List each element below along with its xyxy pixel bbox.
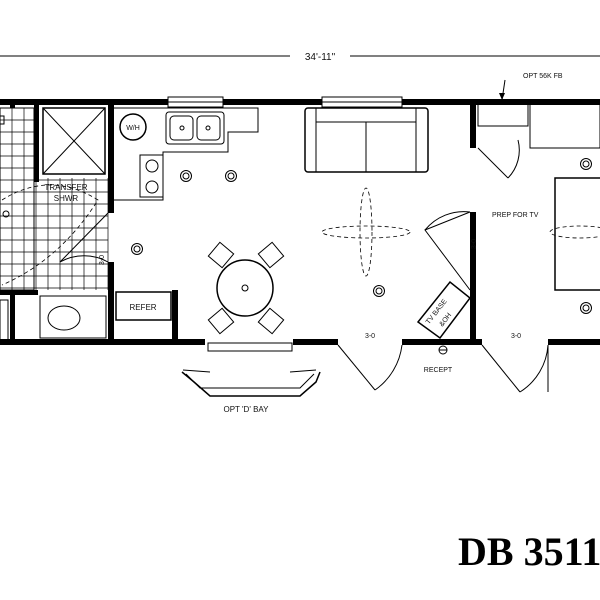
refrigerator-label: REFER: [129, 303, 156, 312]
receptacle-label: RECEPT: [424, 367, 453, 374]
bed: [554, 177, 600, 291]
dining-table: [207, 241, 285, 335]
ceiling-fan-bedroom: [549, 225, 600, 239]
kitchen-counter: [114, 107, 259, 201]
overall-dimension-line: 34'-11": [0, 52, 600, 63]
model-name: DB 3511: [458, 529, 600, 574]
tile-floor: TRANSFER SHWR: [0, 107, 109, 291]
shower-stall: [42, 107, 106, 175]
water-heater-label: W/H: [126, 125, 140, 132]
left-edge-details: [0, 115, 10, 341]
prep-tv: PREP FOR TV: [492, 212, 539, 219]
top-window: [167, 96, 403, 108]
shower-label-2: SHWR: [54, 194, 79, 203]
tv-base: TV BASE &OH: [416, 280, 472, 340]
front-door-right-size: 3-0: [511, 333, 521, 340]
water-heater: W/H: [119, 113, 147, 141]
front-door-left-size: 3-0: [365, 333, 375, 340]
refrigerator: REFER: [115, 291, 172, 321]
bay-window-label: OPT 'D' BAY: [224, 405, 270, 414]
ceiling-fan-living: [321, 187, 411, 277]
bath-door: 3-0: [59, 212, 109, 265]
bath-door-size: 3-0: [99, 255, 106, 265]
light-fixtures: [131, 158, 592, 314]
tile-grid-lines: [0, 107, 109, 290]
overall-dimension-label: 34'-11": [305, 52, 336, 63]
tv-base-label-2: &OH: [438, 312, 453, 328]
bath-vanity: [39, 295, 107, 339]
closet-door: [477, 139, 520, 179]
front-door-left: 3-0: [337, 333, 403, 391]
fireplace-label: OPT 56K FB: [523, 73, 563, 80]
exterior-walls: [0, 99, 600, 345]
fireplace-option: OPT 56K FB: [477, 73, 600, 149]
receptacle: RECEPT: [424, 345, 453, 374]
bedroom-door: 3-0: [424, 211, 478, 291]
bedroom-door-size: 3-0: [471, 239, 478, 249]
front-door-right: 3-0: [481, 333, 549, 393]
sofa: [304, 107, 429, 173]
shower-label: TRANSFER: [44, 183, 87, 192]
bay-window: OPT 'D' BAY: [181, 342, 321, 414]
prep-tv-label: PREP FOR TV: [492, 212, 539, 219]
